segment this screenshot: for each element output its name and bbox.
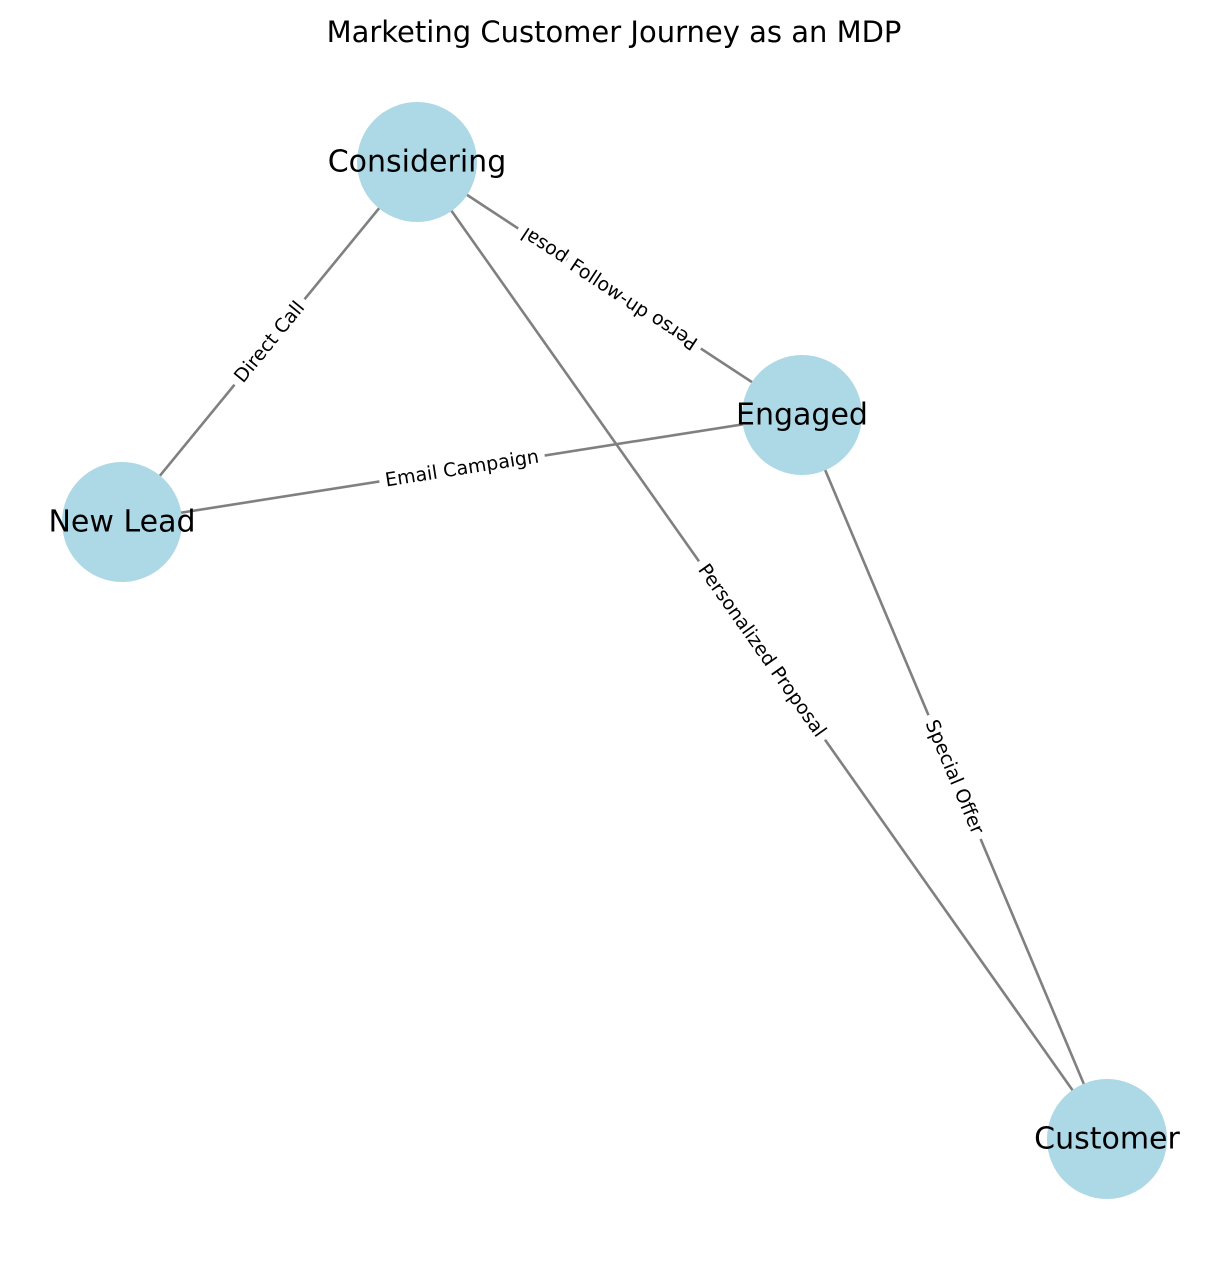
edge-label-background [915,709,994,845]
edge-label-follow_up: Follow-up [558,248,661,329]
edge-label-personalized_proposal: Personalized Proposal [687,553,837,748]
node-considering: Considering [328,102,507,222]
edges-layer [120,160,1109,1140]
edge-label-background [687,553,837,748]
edge-label-text-email_campaign: Email Campaign [384,446,541,492]
node-customer: Customer [1034,1079,1181,1199]
node-label: New Lead [48,505,195,540]
edge-label-background [377,441,547,496]
node-label: Customer [1034,1122,1180,1157]
node-circle [742,355,862,475]
edge-label-background [223,290,316,394]
node-label: Engaged [736,398,868,433]
edge-label-text-special_offer: Special Offer [921,716,989,837]
diagram-title: Marketing Customer Journey as an MDP [327,15,902,49]
node-circle [1047,1079,1167,1199]
node-label: Considering [328,145,507,180]
edge-label-special_offer: Special Offer [915,709,994,845]
edge-label-email_campaign: Email Campaign [377,441,547,496]
node-new_lead: New Lead [48,462,196,582]
edge-label-background [558,248,661,329]
edge-label-text-follow_up: Follow-up [566,254,654,322]
edge-label-direct_call: Direct Call [223,290,316,394]
edge-label-text-direct_call: Direct Call [230,297,309,387]
node-circle [357,102,477,222]
edge-label-text-personalized_proposal: Personalized Proposal [693,560,830,741]
node-engaged: Engaged [736,355,868,475]
node-circle [62,462,182,582]
